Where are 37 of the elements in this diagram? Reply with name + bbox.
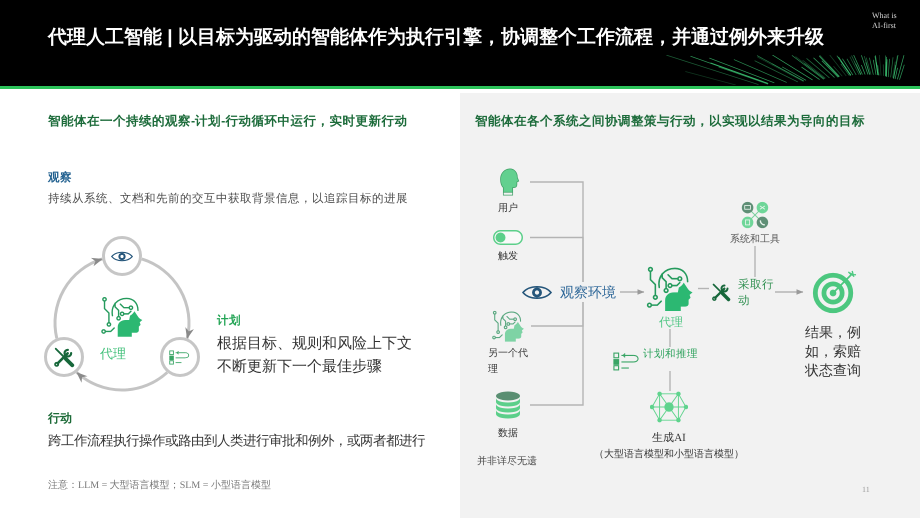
node-sublabel: （大型语言模型和小型语言模型） (594, 448, 744, 461)
arrow (620, 289, 644, 295)
connector-line (669, 371, 671, 391)
step-heading: 计划 (217, 314, 241, 329)
footnote: 注意：LLM = 大型语言模型；SLM = 小型语言模型 (48, 480, 271, 492)
step-description: 持续从系统、文档和先前的交互中获取背景信息，以追踪目标的进展 (48, 192, 408, 207)
section-heading: 智能体在各个系统之间协调整策与行动，以实现以结果为导向的目标 (475, 113, 865, 130)
connector-line (754, 246, 756, 277)
node-label: 生成AI (652, 432, 686, 445)
connector-line (530, 236, 584, 282)
page-number: 11 (862, 485, 870, 495)
node-label: 触发 (498, 251, 518, 263)
node-label: 代理 (659, 315, 683, 329)
node-label: 观察环境 (560, 283, 616, 301)
section-tag: What is AI-first (872, 11, 902, 31)
node-label: 采取行动 (738, 278, 774, 309)
step-description: 跨工作流程执行操作或路由到人类进行审批和例外，或两者都进行 (48, 432, 425, 450)
arrow (54, 258, 103, 339)
arrow (141, 258, 194, 339)
arrow (775, 289, 804, 295)
node-label: 用户 (498, 203, 518, 215)
step-heading: 行动 (48, 411, 72, 426)
arrow (76, 371, 168, 392)
agent-label: 代理 (100, 346, 126, 362)
node-label: 结果，例如，索赔状态查询 (805, 323, 862, 380)
step-heading: 观察 (48, 171, 72, 186)
connector-line (669, 329, 671, 347)
node-label: 计划和推理 (643, 347, 698, 361)
page-title: 代理人工智能 | 以目标为驱动的智能体作为执行引擎，协调整个工作流程，并通过例外来升级 (48, 27, 824, 49)
section-heading: 智能体在一个持续的观察-计划-行动循环中运行，实时更新行动 (48, 113, 408, 130)
connector-line (698, 288, 709, 290)
connector-line (530, 302, 584, 406)
note-text: 并非详尽无遗 (477, 456, 537, 468)
node-label: 系统和工具 (730, 234, 780, 246)
node-label: 数据 (498, 428, 518, 440)
node-label: 另一个代理 (488, 347, 529, 377)
step-description: 根据目标、规则和风险上下文不断更新下一个最佳步骤 (217, 334, 413, 377)
